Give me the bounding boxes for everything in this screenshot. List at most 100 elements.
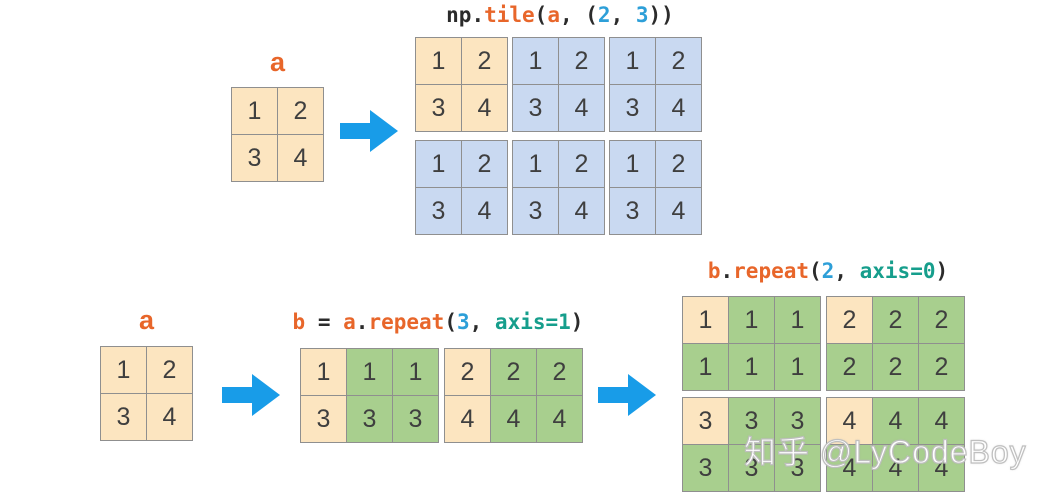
matrix-cell: 3 <box>729 398 774 444</box>
matrix-cell: 4 <box>656 188 701 234</box>
matrix-cell: 4 <box>537 396 582 442</box>
matrix-cell: 4 <box>919 445 964 491</box>
code-token: np. <box>446 3 485 27</box>
code-token: , <box>834 259 860 283</box>
code-token: b <box>292 310 306 334</box>
repeat-axis0-code-title: b.repeat(2, axis=0) <box>688 258 968 284</box>
matrix-cell: 1 <box>683 344 728 390</box>
matrix-cell: 3 <box>416 85 461 131</box>
matrix-cell: 3 <box>513 85 558 131</box>
code-token: ( <box>444 310 457 334</box>
matrix-cell: 2 <box>278 88 323 134</box>
code-token: a <box>343 310 356 334</box>
arrow-right-icon-1 <box>340 110 398 152</box>
arrow-right-icon-3 <box>598 374 656 416</box>
code-token: ( <box>809 259 822 283</box>
matrix-cell: 1 <box>301 349 346 395</box>
matrix-cell: 1 <box>775 344 820 390</box>
matrix-cell: 4 <box>656 85 701 131</box>
matrix-cell: 1 <box>347 349 392 395</box>
matrix-cell: 4 <box>873 398 918 444</box>
code-token: )) <box>648 3 674 27</box>
matrix-cell: 1 <box>775 297 820 343</box>
matrix-cell: 2 <box>445 349 490 395</box>
matrix-cell: 1 <box>683 297 728 343</box>
matrix-cell: 1 <box>513 38 558 84</box>
matrix-cell: 3 <box>393 396 438 442</box>
code-token: , <box>610 3 636 27</box>
matrix-cell: 4 <box>147 394 192 440</box>
matrix-cell: 3 <box>775 398 820 444</box>
matrix-cell: 3 <box>101 394 146 440</box>
matrix-cell: 3 <box>347 396 392 442</box>
watermark: 知乎 @LyCodeBoy <box>743 433 1027 470</box>
matrix-cell: 3 <box>416 188 461 234</box>
matrix-cell: 4 <box>445 396 490 442</box>
matrix-cell: 2 <box>462 38 507 84</box>
matrix-a-label-bottom: a <box>138 305 155 335</box>
repeat-axis1-code-title: b = a.repeat(3, axis=1) <box>288 309 588 335</box>
matrix-cell: 4 <box>827 445 872 491</box>
matrix-cell: 1 <box>101 347 146 393</box>
matrix-cell: 2 <box>559 141 604 187</box>
code-token: , ( <box>559 3 598 27</box>
matrix-cell: 3 <box>683 398 728 444</box>
matrix-cell: 4 <box>559 188 604 234</box>
matrix-cell: 3 <box>683 445 728 491</box>
matrix-cell: 2 <box>462 141 507 187</box>
code-token: ) <box>935 259 949 283</box>
matrix-cell: 4 <box>278 135 323 181</box>
matrix-cell: 1 <box>232 88 277 134</box>
matrix-cell: 4 <box>491 396 536 442</box>
code-token: b <box>707 259 721 283</box>
code-token: . <box>720 259 734 283</box>
matrix-cell: 4 <box>462 188 507 234</box>
code-token: 3 <box>635 3 649 27</box>
matrix-cell: 2 <box>873 297 918 343</box>
matrix-cell: 2 <box>537 349 582 395</box>
matrix-cell: 3 <box>729 445 774 491</box>
matrix-cell: 3 <box>610 85 655 131</box>
matrix-cell: 2 <box>491 349 536 395</box>
matrix-cell: 1 <box>416 38 461 84</box>
code-token: a <box>547 3 560 27</box>
matrix-cell: 1 <box>729 297 774 343</box>
matrix-cell: 3 <box>232 135 277 181</box>
matrix-cell: 2 <box>919 344 964 390</box>
matrix-cell: 3 <box>775 445 820 491</box>
matrix-cell: 2 <box>656 141 701 187</box>
code-token: axis=0 <box>859 259 936 283</box>
matrix-cell: 2 <box>559 38 604 84</box>
matrix-cell: 3 <box>610 188 655 234</box>
matrix-cell: 4 <box>873 445 918 491</box>
matrix-cell: 4 <box>827 398 872 444</box>
matrix-cell: 2 <box>919 297 964 343</box>
code-token: repeat <box>368 310 445 334</box>
code-token: , <box>469 310 495 334</box>
matrix-cell: 2 <box>656 38 701 84</box>
code-token: repeat <box>733 259 810 283</box>
matrix-cell: 1 <box>610 38 655 84</box>
matrix-cell: 3 <box>513 188 558 234</box>
code-token: 2 <box>597 3 611 27</box>
matrix-cell: 1 <box>729 344 774 390</box>
matrix-cell: 4 <box>919 398 964 444</box>
matrix-cell: 1 <box>610 141 655 187</box>
